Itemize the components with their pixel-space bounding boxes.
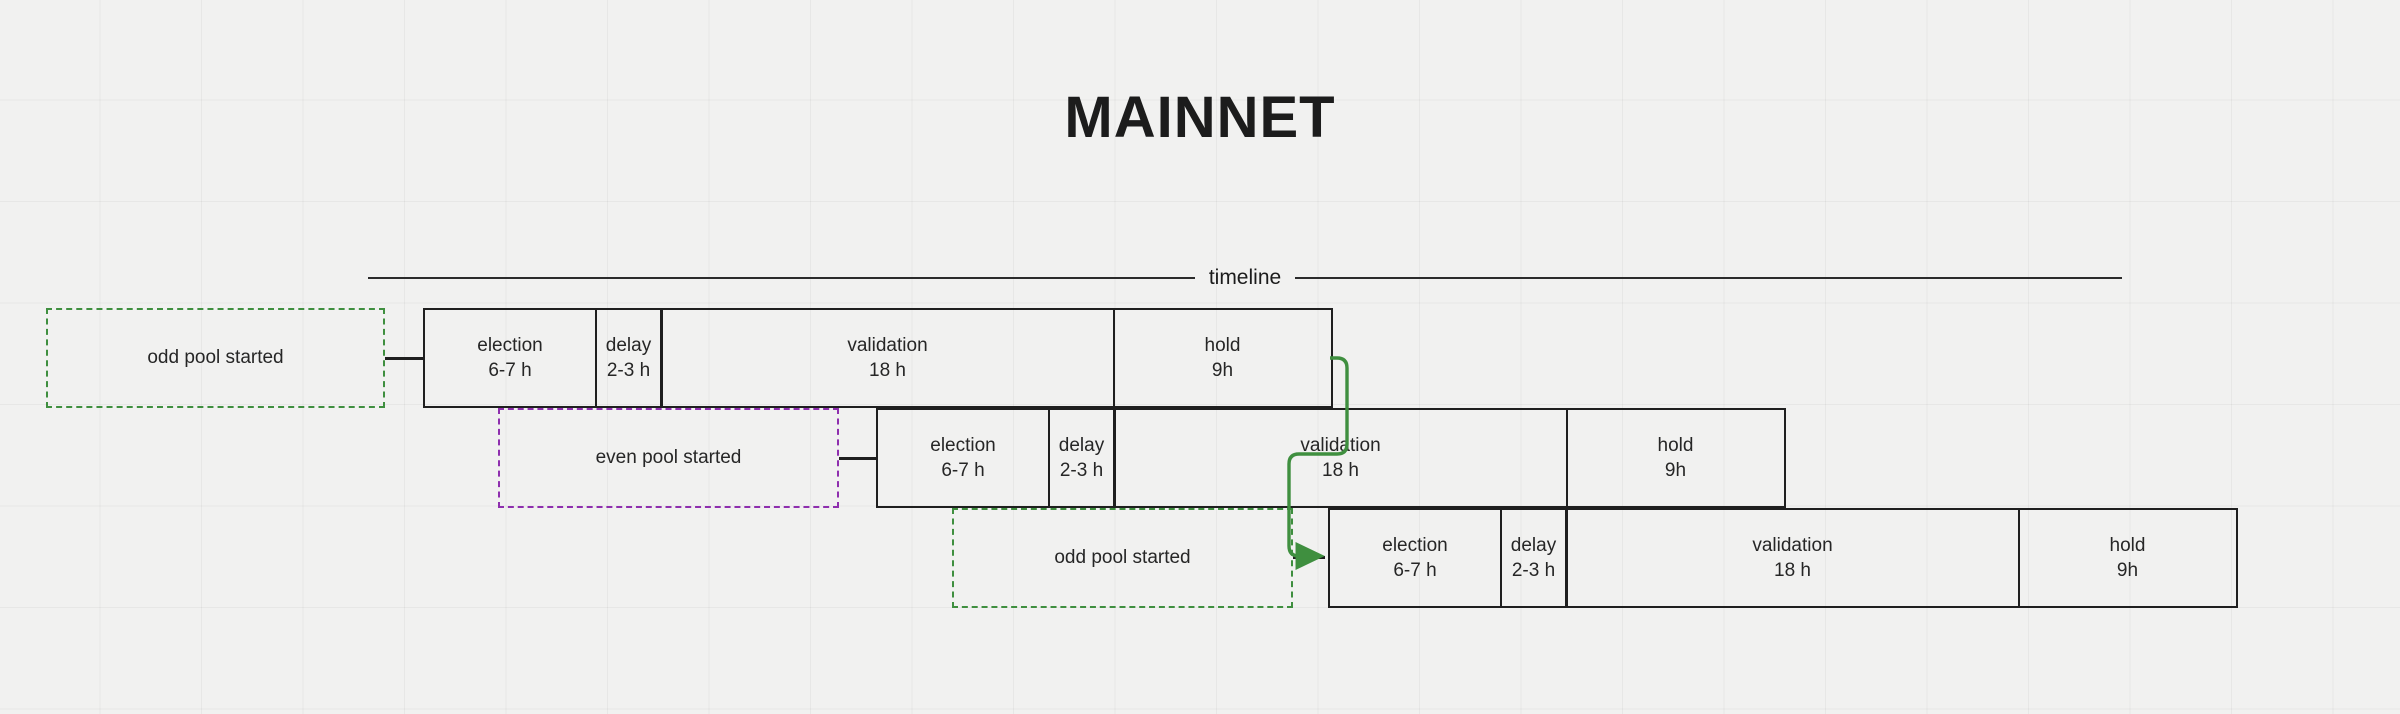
phase-delay[interactable]: delay 2-3 h — [594, 308, 663, 408]
phase-name: validation — [847, 334, 928, 356]
timeline-rule-right — [1295, 277, 2122, 279]
timeline-label: timeline — [1208, 265, 1282, 289]
cycle-row-2: election 6-7 h delay 2-3 h validation 18… — [876, 408, 1786, 508]
cycle-row-3: election 6-7 h delay 2-3 h validation 18… — [1328, 508, 2238, 608]
note-odd-pool-started-2[interactable]: odd pool started — [952, 508, 1293, 608]
phase-name: delay — [1058, 434, 1105, 456]
phase-name: delay — [1510, 534, 1557, 556]
phase-name: election — [477, 334, 543, 356]
phase-duration: 2-3 h — [1511, 560, 1556, 581]
phase-duration: 6-7 h — [941, 460, 985, 481]
phase-delay[interactable]: delay 2-3 h — [1047, 408, 1116, 508]
phase-name: validation — [1752, 534, 1833, 556]
phase-name: delay — [605, 334, 652, 356]
phase-election[interactable]: election 6-7 h — [876, 408, 1050, 508]
note-label: odd pool started — [1054, 547, 1191, 568]
phase-hold[interactable]: hold 9h — [1112, 308, 1333, 408]
phase-name: hold — [1657, 434, 1694, 456]
phase-duration: 6-7 h — [488, 360, 532, 381]
phase-hold[interactable]: hold 9h — [1565, 408, 1786, 508]
phase-validation[interactable]: validation 18 h — [660, 308, 1115, 408]
phase-duration: 18 h — [869, 360, 906, 381]
phase-duration: 18 h — [1322, 460, 1359, 481]
timeline-axis: timeline — [368, 265, 2122, 289]
phase-validation[interactable]: validation 18 h — [1565, 508, 2020, 608]
note-label: odd pool started — [147, 347, 284, 368]
phase-name: hold — [1204, 334, 1241, 356]
note-connector-2 — [839, 457, 876, 460]
phase-hold[interactable]: hold 9h — [2017, 508, 2238, 608]
phase-duration: 18 h — [1774, 560, 1811, 581]
phase-duration: 9h — [1664, 460, 1687, 481]
phase-name: election — [930, 434, 996, 456]
phase-duration: 2-3 h — [1059, 460, 1104, 481]
phase-name: validation — [1300, 434, 1381, 456]
phase-validation[interactable]: validation 18 h — [1113, 408, 1568, 508]
page-title: MAINNET — [1064, 85, 1336, 150]
phase-duration: 2-3 h — [606, 360, 651, 381]
timeline-rule-left — [368, 277, 1195, 279]
phase-duration: 9h — [1211, 360, 1234, 381]
phase-duration: 6-7 h — [1393, 560, 1437, 581]
cycle-row-1: election 6-7 h delay 2-3 h validation 18… — [423, 308, 1333, 408]
note-connector-3 — [1293, 556, 1325, 559]
phase-delay[interactable]: delay 2-3 h — [1499, 508, 1568, 608]
note-even-pool-started[interactable]: even pool started — [498, 408, 839, 508]
phase-election[interactable]: election 6-7 h — [1328, 508, 1502, 608]
phase-name: hold — [2109, 534, 2146, 556]
note-connector-1 — [385, 357, 425, 360]
phase-name: election — [1382, 534, 1448, 556]
note-label: even pool started — [595, 447, 742, 468]
phase-duration: 9h — [2116, 560, 2139, 581]
note-odd-pool-started-1[interactable]: odd pool started — [46, 308, 385, 408]
phase-election[interactable]: election 6-7 h — [423, 308, 597, 408]
